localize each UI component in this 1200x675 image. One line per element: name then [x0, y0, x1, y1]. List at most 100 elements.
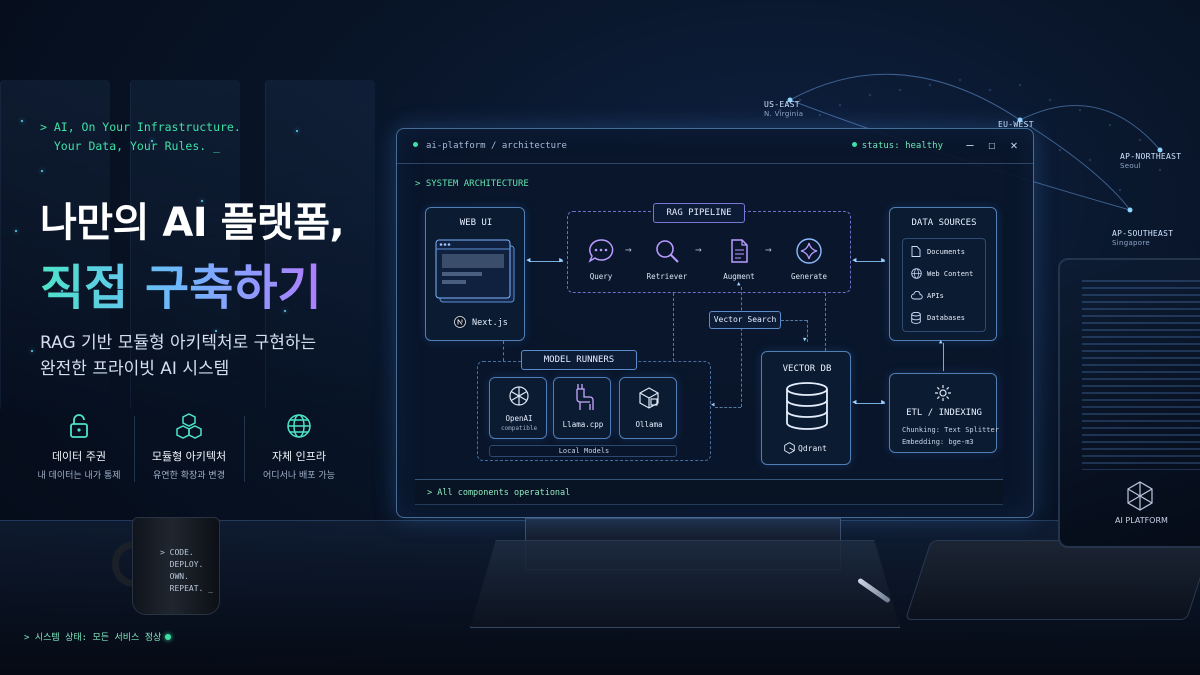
laptop-keyboard — [905, 540, 1200, 620]
cubes-icon — [176, 413, 202, 439]
hero-tagline: > AI, On Your Infrastructure. Your Data,… — [40, 120, 241, 153]
hero-title-line1: 나만의 AI 플랫폼, — [40, 200, 345, 246]
architecture-window[interactable]: ai-platform / architecture status: healt… — [396, 128, 1034, 518]
feature-title: 데이터 주권 — [51, 450, 107, 463]
hero-title-line2: 직접 구축하기 — [40, 248, 322, 318]
title-separator — [397, 163, 1033, 164]
arrow-right-icon: ▸ — [880, 253, 887, 266]
vector-db-engine: Qdrant — [798, 444, 827, 453]
feature-desc: 어디서나 배포 가능 — [263, 471, 335, 481]
etl-title: ETL / INDEXING — [906, 408, 982, 418]
feature-own-infrastructure: 자체 인프라 어디서나 배포 가능 — [244, 410, 354, 490]
server-rack — [265, 80, 375, 410]
section-label: > SYSTEM ARCHITECTURE — [415, 179, 529, 189]
close-icon[interactable]: ✕ — [1010, 138, 1018, 152]
feature-list: 데이터 주권 내 데이터는 내가 통제 모듈형 아키텍처 유연한 확장과 변경 … — [24, 410, 354, 490]
local-models-bar: Local Models — [489, 445, 677, 457]
connector-vector-search-down — [807, 320, 808, 342]
laptop-label: AI PLATFORM — [1115, 516, 1168, 525]
server-rack — [0, 80, 110, 410]
qdrant-icon — [784, 442, 795, 454]
connector-webui-rag — [529, 261, 563, 262]
server-rack — [130, 80, 240, 410]
etl-embedding: Embedding: bge-m3 — [902, 438, 974, 446]
web-ui-title: WEB UI — [459, 218, 493, 228]
cloud-icon — [911, 291, 923, 300]
console-text: > All components operational — [427, 488, 571, 498]
llama-icon — [576, 384, 594, 410]
footer-status-text: > 시스템 상태: 모든 서비스 정상 — [24, 633, 162, 643]
arrow-right-icon: ▸ — [880, 395, 887, 408]
status-dot-icon — [165, 634, 172, 640]
rag-step-retriever: Retriever — [646, 272, 688, 281]
model-runner-llama-cpp[interactable]: Llama.cpp — [553, 377, 611, 439]
arrow-left-icon: ◂ — [851, 395, 858, 408]
console-output: > All components operational — [415, 479, 1003, 505]
model-runner-openai[interactable]: OpenAI compatible — [489, 377, 547, 439]
window-status-text: status: healthy — [861, 141, 943, 151]
window-title: ai-platform / architecture — [413, 141, 567, 151]
feature-modular-architecture: 모듈형 아키텍처 유연한 확장과 변경 — [134, 410, 244, 490]
hero-subtitle: RAG 기반 모듈형 아키텍처로 구현하는 완전한 프라이빗 AI 시스템 — [40, 330, 316, 382]
feature-desc: 내 데이터는 내가 통제 — [37, 471, 121, 481]
etl-indexing-box[interactable]: ETL / INDEXING Chunking: Text Splitter E… — [889, 373, 999, 453]
model-runner-label: Llama.cpp — [562, 420, 604, 429]
model-runners-title: MODEL RUNNERS — [521, 350, 637, 370]
region-eu-west: EU-WEST — [998, 120, 1034, 129]
window-title-text: ai-platform / architecture — [426, 141, 567, 151]
monitor-stand-base — [470, 540, 900, 628]
connector-vector-models — [715, 407, 741, 408]
chat-icon — [588, 239, 614, 263]
openai-icon — [509, 386, 529, 406]
search-icon — [656, 240, 679, 263]
mug-text: > CODE. DEPLOY. OWN. REPEAT. _ — [160, 548, 213, 593]
connector-generate-vector — [825, 293, 826, 351]
footer-system-status: > 시스템 상태: 모든 서비스 정상 — [24, 630, 172, 643]
world-map-network — [778, 73, 1163, 213]
globe-icon — [911, 268, 922, 279]
etl-chunking: Chunking: Text Splitter — [902, 426, 999, 434]
arrow-up-icon: ▴ — [938, 337, 944, 347]
model-runner-sub: compatible — [500, 425, 538, 432]
laptop-screen: AI PLATFORM — [1058, 258, 1200, 548]
arrow-right-icon: → — [625, 243, 632, 256]
connector-rag-datasources — [855, 261, 885, 262]
vector-db-box[interactable]: VECTOR DB Qdrant — [761, 351, 851, 465]
arrow-up-icon: ▴ — [736, 279, 742, 289]
browser-window-icon — [435, 239, 515, 303]
data-sources-box[interactable]: DATA SOURCES Documents Web Content APIs … — [889, 207, 997, 341]
database-icon — [911, 312, 921, 324]
sparkle-icon — [796, 238, 822, 264]
feature-title: 모듈형 아키텍처 — [151, 450, 227, 463]
connector-retriever-vector — [741, 287, 742, 407]
mug-handle — [112, 541, 142, 587]
rag-step-query: Query — [589, 272, 613, 281]
data-sources-list: Documents Web Content APIs Databases — [902, 238, 986, 332]
connector-webui-models — [503, 341, 504, 361]
hero-subtitle-line2: 완전한 프라이빗 AI 시스템 — [40, 359, 230, 379]
database-icon — [786, 382, 828, 430]
minimize-icon[interactable]: — — [966, 138, 974, 152]
rag-pipeline-title: RAG PIPELINE — [653, 203, 745, 223]
feature-data-sovereignty: 데이터 주권 내 데이터는 내가 통제 — [24, 410, 134, 490]
coffee-mug: > CODE. DEPLOY. OWN. REPEAT. _ — [112, 517, 222, 617]
model-runner-label: OpenAI — [505, 414, 533, 423]
connector-vector-etl — [855, 403, 885, 404]
file-icon — [911, 246, 921, 257]
window-dot-icon — [413, 142, 418, 147]
feature-title: 자체 인프라 — [271, 450, 327, 463]
arrow-left-icon: ◂ — [851, 253, 858, 266]
arrow-right-icon: → — [765, 243, 772, 256]
model-runner-ollama[interactable]: Ollama — [619, 377, 677, 439]
globe-icon — [287, 414, 311, 438]
connector-datasources-etl — [943, 343, 944, 371]
healthy-dot-icon — [851, 142, 857, 147]
data-sources-title: DATA SOURCES — [911, 218, 977, 228]
arrow-left-icon: ◂ — [525, 253, 532, 266]
maximize-icon[interactable]: ☐ — [988, 138, 996, 152]
connector-rag-models — [673, 293, 674, 361]
local-models-label: Local Models — [558, 447, 610, 455]
web-ui-box[interactable]: WEB UI Next.js — [425, 207, 525, 341]
